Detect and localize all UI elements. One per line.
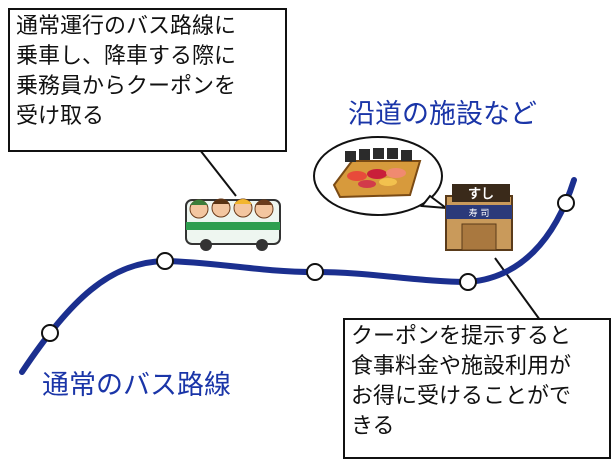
shop-sign-text: すし: [468, 187, 494, 202]
top-callout-line-3: 乗務員からクーポンを: [16, 74, 237, 99]
bottom-callout-line-4: きる: [351, 414, 395, 439]
bottom-callout-box: クーポンを提示すると 食事料金や施設利用が お得に受けることがで きる: [343, 318, 611, 459]
bus-stop-4: [459, 273, 477, 291]
bus-stop-1: [41, 324, 59, 342]
top-callout-line-2: 乗車し、降車する際に: [16, 44, 237, 69]
bus-stop-3: [306, 263, 324, 281]
shop-noren-text: 寿 司: [469, 207, 490, 219]
bus-stop-2: [156, 252, 174, 270]
top-callout-line-1: 通常運行のバス路線に: [16, 14, 237, 39]
facilities-label: 沿道の施設など: [348, 99, 537, 130]
top-callout-line-4: 受け取る: [16, 104, 105, 129]
sushi-thought-bubble: [313, 136, 450, 216]
sushi-shop-icon: すし 寿 司: [445, 184, 513, 251]
bottom-callout-line-1: クーポンを提示すると: [351, 324, 572, 349]
top-callout-pointer: [199, 149, 237, 197]
sushi-platter-icon: [332, 148, 422, 199]
top-callout-box: 通常運行のバス路線に 乗車し、降車する際に 乗務員からクーポンを 受け取る: [8, 8, 287, 152]
bus-icon: [185, 198, 281, 251]
bottom-callout-line-2: 食事料金や施設利用が: [351, 354, 572, 379]
bus-stop-5: [557, 194, 575, 212]
bus-route-label: 通常のバス路線: [42, 370, 231, 401]
bottom-callout-line-3: お得に受けることがで: [351, 384, 572, 409]
bottom-callout-pointer: [494, 257, 541, 321]
